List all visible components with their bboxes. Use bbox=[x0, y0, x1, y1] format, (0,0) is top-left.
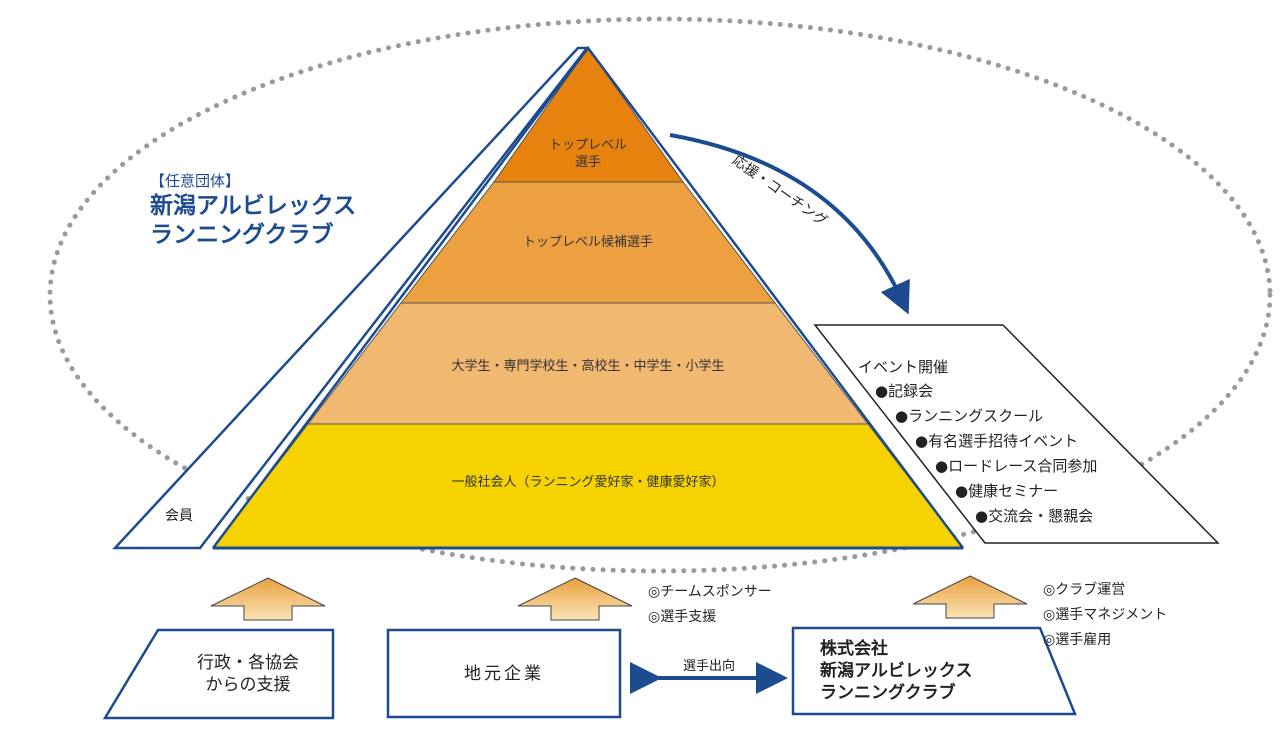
event-item: ●交流会・懇親会 bbox=[975, 507, 1094, 525]
gov-support-label: 行政・各協会 からの支援 bbox=[197, 652, 299, 696]
company-note: ◎選手マネジメント bbox=[1043, 607, 1168, 623]
support-coaching-arrow bbox=[669, 133, 910, 315]
tier1-label: トップレベル 選手 bbox=[549, 137, 627, 171]
up-arrow-company bbox=[912, 575, 1028, 619]
event-item: ●健康セミナー bbox=[955, 482, 1059, 500]
local-note: ◎選手支援 bbox=[648, 609, 717, 625]
company-notes: ◎クラブ運営 ◎選手マネジメント ◎選手雇用 bbox=[1043, 578, 1167, 653]
up-arrow-local bbox=[517, 577, 633, 621]
company-note: ◎クラブ運営 bbox=[1043, 582, 1126, 598]
event-item: ●有名選手招待イベント bbox=[915, 432, 1079, 450]
event-item: ●記録会 bbox=[875, 382, 934, 400]
gov-line2: からの支援 bbox=[205, 675, 291, 695]
company-line3: ランニングクラブ bbox=[820, 683, 956, 703]
events-title: イベント開催 bbox=[858, 358, 949, 376]
tier1-line2: 選手 bbox=[574, 155, 602, 170]
local-notes: ◎チームスポンサー ◎選手支援 bbox=[648, 580, 772, 630]
local-company-box bbox=[386, 628, 622, 719]
company-note: ◎選手雇用 bbox=[1043, 632, 1112, 648]
up-arrow-gov bbox=[210, 577, 326, 621]
local-note: ◎チームスポンサー bbox=[648, 584, 772, 600]
local-company-label: 地元企業 bbox=[464, 664, 544, 684]
company-label: 株式会社 新潟アルビレックス ランニングクラブ bbox=[820, 638, 972, 704]
tier4-label: 一般社会人（ランニング愛好家・健康愛好家） bbox=[451, 475, 725, 490]
club-scope-dotted-ellipse bbox=[47, 16, 1273, 574]
tier1-line1: トップレベル bbox=[548, 138, 628, 153]
gov-line1: 行政・各協会 bbox=[197, 653, 299, 673]
org-name-line2: ランニングクラブ bbox=[150, 222, 334, 248]
org-type-tag: 【任意団体】 bbox=[150, 172, 241, 190]
events-box bbox=[813, 324, 1220, 544]
event-item: ●ロードレース合同参加 bbox=[935, 457, 1098, 475]
tier3-label: 大学生・専門学校生・高校生・中学生・小学生 bbox=[451, 359, 725, 374]
members-label: 会員 bbox=[165, 508, 193, 524]
tier2-label: トップレベル候補選手 bbox=[522, 235, 654, 250]
gov-box bbox=[102, 628, 335, 720]
company-line2: 新潟アルビレックス bbox=[820, 661, 973, 681]
exchange-label: 選手出向 bbox=[682, 659, 736, 674]
event-item: ●ランニングスクール bbox=[895, 407, 1044, 425]
org-name-line1: 新潟アルビレックス bbox=[150, 193, 357, 219]
company-line1: 株式会社 bbox=[820, 639, 888, 659]
company-box bbox=[791, 626, 1077, 716]
pyramid-tier-1 bbox=[493, 47, 684, 183]
